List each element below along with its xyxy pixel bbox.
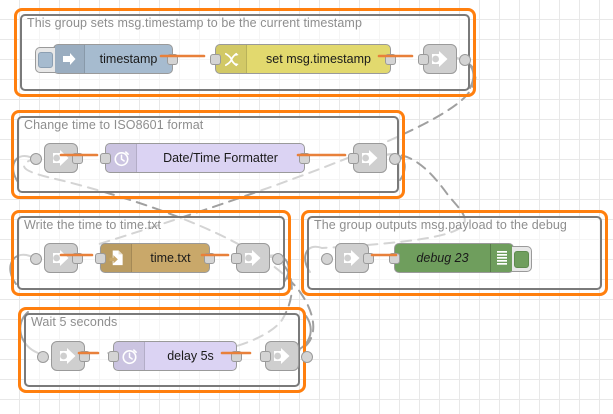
link-in-4-output-port[interactable]: [363, 253, 374, 264]
link-out-icon: [354, 144, 386, 172]
delay-input-port[interactable]: [108, 351, 119, 362]
link-out-2-link-port[interactable]: [389, 153, 401, 165]
node-debug-23[interactable]: debug 23: [389, 243, 532, 273]
change-output-port[interactable]: [385, 54, 396, 65]
group-timestamp[interactable]: This group sets msg.timestamp to be the …: [14, 8, 476, 97]
node-link-in-3[interactable]: [30, 243, 83, 273]
debug-node-label: debug 23: [416, 251, 469, 265]
group-timestamp-label: This group sets msg.timestamp to be the …: [27, 16, 362, 30]
link-in-2-link-port[interactable]: [30, 153, 42, 165]
change-input-port[interactable]: [210, 54, 221, 65]
inject-button-knob: [38, 52, 53, 68]
group-debug[interactable]: The group outputs msg.payload to the deb…: [301, 210, 608, 296]
link-out-1-link-port[interactable]: [459, 54, 471, 66]
group-write-file[interactable]: Write the time to time.txt time.txt: [11, 210, 291, 296]
link-in-icon: [45, 244, 77, 272]
node-link-out-5[interactable]: [260, 341, 313, 371]
datetime-node-label: Date/Time Formatter: [163, 151, 278, 165]
link-in-3-output-port[interactable]: [72, 253, 83, 264]
link-out-5-input-port[interactable]: [260, 351, 271, 362]
link-out-icon: [424, 45, 456, 73]
clock-icon: [114, 342, 145, 370]
link-out-3-link-port[interactable]: [272, 253, 284, 265]
node-inject-timestamp[interactable]: timestamp: [35, 44, 178, 74]
link-out-2-input-port[interactable]: [348, 153, 359, 164]
change-node-label: set msg.timestamp: [266, 52, 371, 66]
link-in-2-output-port[interactable]: [72, 153, 83, 164]
change-swap-icon: [216, 45, 247, 73]
node-link-out-1[interactable]: [418, 44, 471, 74]
node-delay-5s[interactable]: delay 5s: [108, 341, 242, 371]
link-out-3-input-port[interactable]: [231, 253, 242, 264]
debug-toggle-knob: [514, 250, 529, 268]
node-link-in-2[interactable]: [30, 143, 83, 173]
debug-enable-toggle[interactable]: [512, 246, 532, 272]
node-link-in-4[interactable]: [321, 243, 374, 273]
file-node-label: time.txt: [150, 251, 191, 265]
debug-input-port[interactable]: [389, 253, 400, 264]
link-in-5-output-port[interactable]: [79, 351, 90, 362]
link-out-icon: [266, 342, 298, 370]
file-output-port[interactable]: [204, 253, 215, 264]
file-input-port[interactable]: [95, 253, 106, 264]
delay-node-label: delay 5s: [167, 349, 214, 363]
file-write-icon: [101, 244, 132, 272]
datetime-output-port[interactable]: [299, 153, 310, 164]
clock-icon: [106, 144, 137, 172]
node-link-in-5[interactable]: [37, 341, 90, 371]
inject-arrow-icon: [54, 45, 85, 73]
group-wait[interactable]: Wait 5 seconds delay 5s: [18, 307, 313, 393]
link-out-5-link-port[interactable]: [301, 351, 313, 363]
group-write-file-label: Write the time to time.txt: [24, 218, 162, 232]
node-datetime-formatter[interactable]: Date/Time Formatter: [100, 143, 310, 173]
group-iso8601-label: Change time to ISO8601 format: [24, 118, 204, 132]
link-out-1-input-port[interactable]: [418, 54, 429, 65]
group-debug-label: The group outputs msg.payload to the deb…: [314, 218, 567, 232]
group-iso8601[interactable]: Change time to ISO8601 format Date/Time …: [11, 110, 405, 199]
link-in-icon: [52, 342, 84, 370]
group-wait-label: Wait 5 seconds: [31, 315, 118, 329]
node-change-set-timestamp[interactable]: set msg.timestamp: [210, 44, 396, 74]
link-out-icon: [237, 244, 269, 272]
node-file-time-txt[interactable]: time.txt: [95, 243, 215, 273]
link-in-5-link-port[interactable]: [37, 351, 49, 363]
link-in-4-link-port[interactable]: [321, 253, 333, 265]
link-in-3-link-port[interactable]: [30, 253, 42, 265]
datetime-input-port[interactable]: [100, 153, 111, 164]
node-link-out-2[interactable]: [348, 143, 401, 173]
delay-output-port[interactable]: [231, 351, 242, 362]
link-in-icon: [336, 244, 368, 272]
inject-trigger-button[interactable]: [35, 47, 55, 73]
inject-output-port[interactable]: [167, 54, 178, 65]
debug-bars-icon: [490, 244, 513, 272]
link-in-icon: [45, 144, 77, 172]
node-link-out-3[interactable]: [231, 243, 284, 273]
inject-node-label: timestamp: [99, 52, 158, 66]
